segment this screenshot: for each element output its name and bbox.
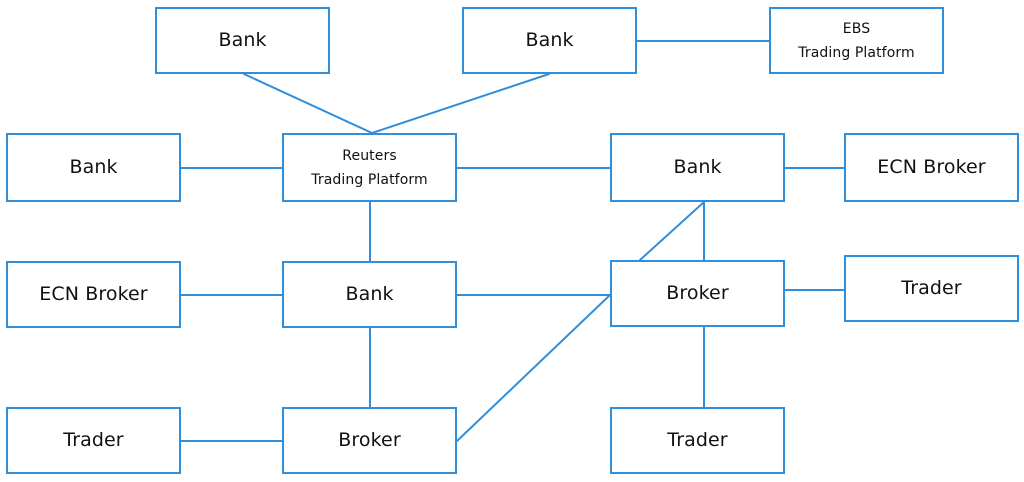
node-label: Bank xyxy=(345,283,394,306)
node-ebs-trading-platform: EBS Trading Platform xyxy=(769,7,944,74)
node-label: Trader xyxy=(901,277,962,300)
node-label: Broker xyxy=(338,429,401,452)
node-bank-top-middle: Bank xyxy=(462,7,637,74)
node-trader-right: Trader xyxy=(844,255,1019,322)
node-label-line-1: EBS xyxy=(842,20,871,37)
node-bank-right: Bank xyxy=(610,133,785,202)
node-label: Bank xyxy=(69,156,118,179)
node-label-line-1: Reuters xyxy=(342,147,397,164)
connector-broker-bottom-to-broker-right xyxy=(456,294,611,442)
connector-bank-right-to-broker-right-diagonal xyxy=(639,201,705,261)
node-bank-center: Bank xyxy=(282,261,457,328)
node-label-line-2: Trading Platform xyxy=(311,171,428,188)
node-bank-top-left: Bank xyxy=(155,7,330,74)
node-label: Trader xyxy=(63,429,124,452)
node-label: Bank xyxy=(525,29,574,52)
node-label: ECN Broker xyxy=(39,283,148,306)
node-label: Trader xyxy=(667,429,728,452)
node-broker-bottom: Broker xyxy=(282,407,457,474)
node-broker-right: Broker xyxy=(610,260,785,327)
node-trader-bottom-right: Trader xyxy=(610,407,785,474)
node-label: Bank xyxy=(218,29,267,52)
node-label: Bank xyxy=(673,156,722,179)
connector-bank-top-middle-to-reuters xyxy=(371,73,550,134)
node-trader-bottom-left: Trader xyxy=(6,407,181,474)
node-reuters-trading-platform: Reuters Trading Platform xyxy=(282,133,457,202)
node-bank-left: Bank xyxy=(6,133,181,202)
connector-bank-top-left-to-reuters xyxy=(243,73,373,134)
node-label-line-2: Trading Platform xyxy=(798,44,915,61)
node-ecn-broker-right: ECN Broker xyxy=(844,133,1019,202)
node-label: ECN Broker xyxy=(877,156,986,179)
node-ecn-broker-left: ECN Broker xyxy=(6,261,181,328)
node-label: Broker xyxy=(666,282,729,305)
